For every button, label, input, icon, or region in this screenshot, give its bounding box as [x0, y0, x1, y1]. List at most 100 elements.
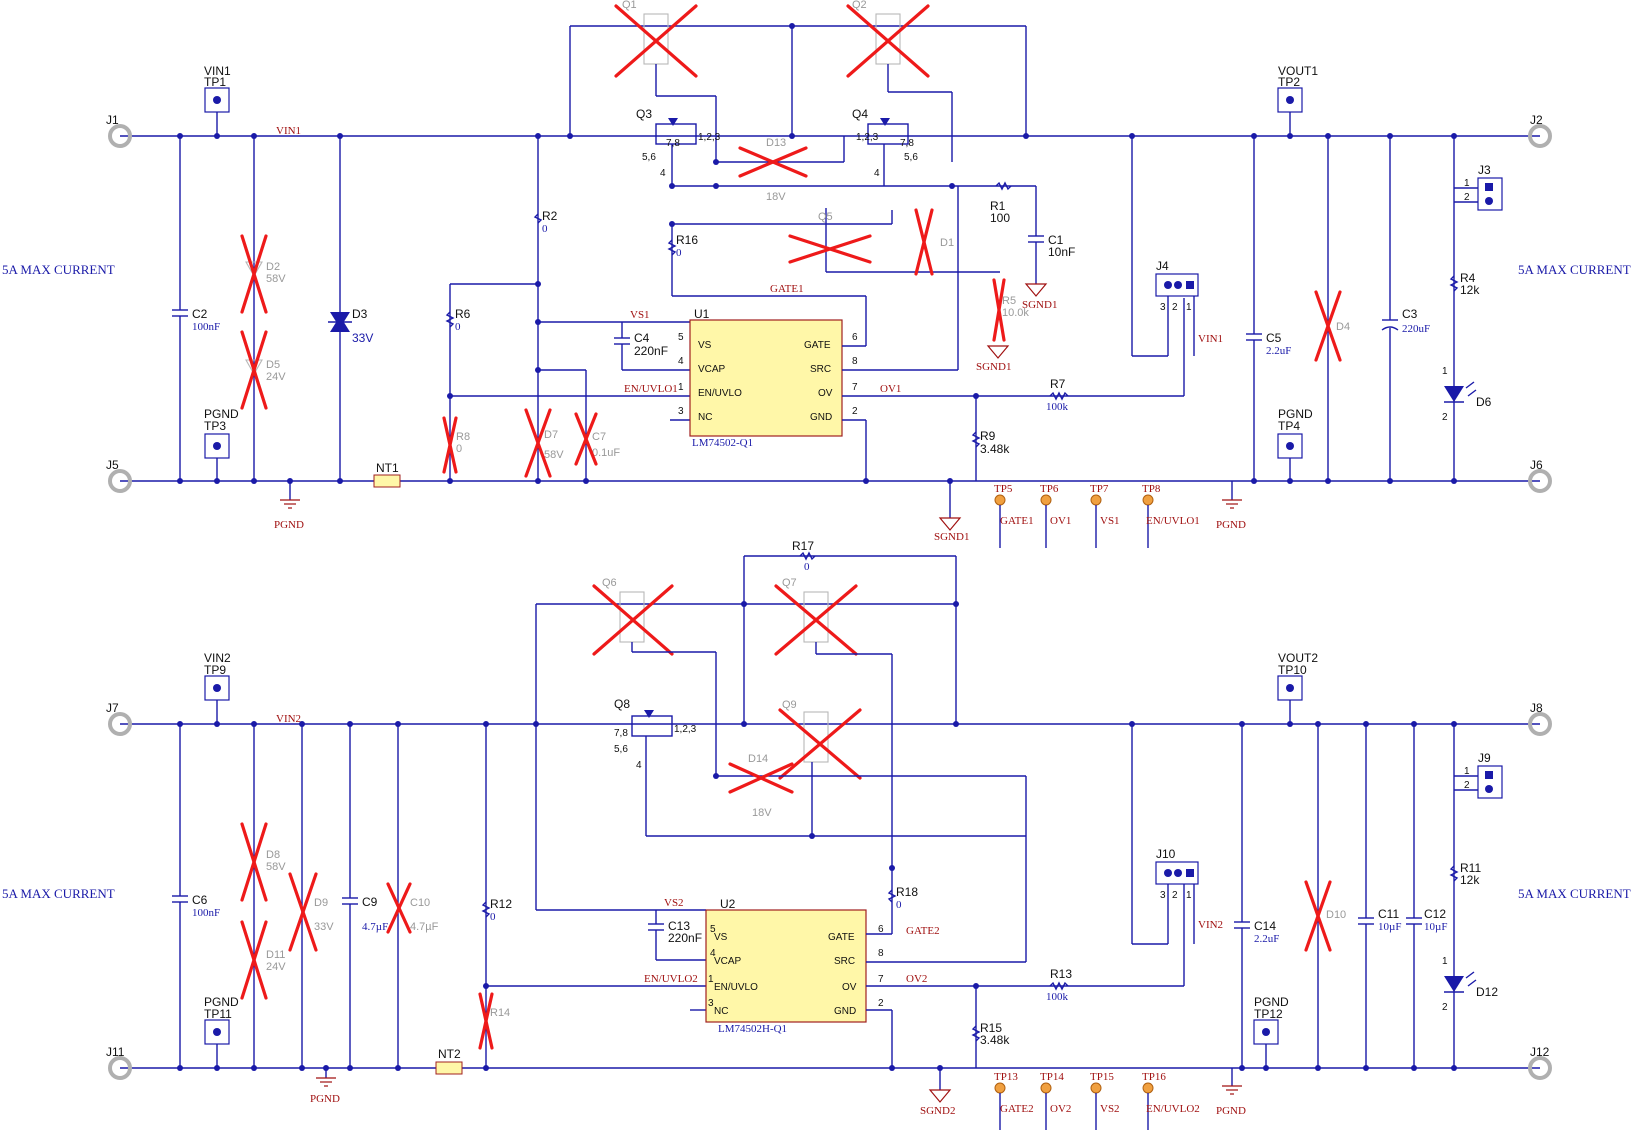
connector-j12: [1528, 1056, 1552, 1080]
tvs-diode-d3: [328, 312, 352, 332]
sgnd2-symbol: [928, 1089, 952, 1103]
svg-text:7,8: 7,8: [614, 728, 628, 739]
svg-text:C10: C10: [410, 897, 430, 909]
tp4-label: TP4: [1278, 419, 1300, 433]
sgnd1-c1-label: SGND1: [1022, 299, 1057, 311]
mosfet-q8: [631, 710, 673, 836]
svg-text:GATE2: GATE2: [1000, 1103, 1034, 1115]
c11-label: C11: [1378, 907, 1399, 921]
resistor-r8-removed: R8 0: [442, 416, 470, 474]
tp2-net: VOUT1: [1278, 64, 1318, 78]
tp13-group: TP13 GATE2: [994, 1071, 1034, 1130]
connector-j11: [108, 1056, 132, 1080]
c1-label: C1: [1048, 233, 1064, 247]
u2-part: LM74502H-Q1: [718, 1023, 787, 1035]
nt2-label: NT2: [438, 1047, 461, 1061]
svg-text:Q5: Q5: [818, 211, 833, 223]
r11-label: R11: [1460, 861, 1481, 875]
svg-text:GND: GND: [834, 1006, 856, 1017]
svg-text:D2: D2: [266, 261, 280, 273]
diode-d1-removed: D1: [914, 208, 954, 276]
j5-label: J5: [106, 458, 119, 472]
svg-text:SRC: SRC: [810, 364, 831, 375]
tp9-label: TP9: [204, 663, 226, 677]
svg-text:4: 4: [874, 168, 880, 179]
svg-text:D11: D11: [266, 949, 285, 961]
j1-label: J1: [106, 113, 119, 127]
tp1-label: TP1: [204, 75, 226, 89]
svg-text:5,6: 5,6: [904, 152, 918, 163]
svg-text:33V: 33V: [314, 921, 334, 933]
svg-text:18V: 18V: [766, 191, 786, 203]
tp12-label: TP12: [1254, 1007, 1283, 1021]
svg-text:7: 7: [852, 382, 858, 393]
bottom-circuit: J7 J11 J8 J12 5A MAX CURRENT 5A MAX CURR…: [2, 539, 1631, 1130]
r6-value: 0: [455, 321, 461, 333]
led-d6: [1444, 381, 1477, 403]
svg-text:OV2: OV2: [1050, 1103, 1071, 1115]
tp14-group: TP14 OV2: [1040, 1071, 1071, 1130]
r15-value: 3.48k: [980, 1033, 1010, 1047]
svg-text:GND: GND: [810, 412, 832, 423]
svg-text:OV1: OV1: [1050, 515, 1071, 527]
c2-value: 100nF: [192, 321, 220, 333]
q8-label: Q8: [614, 697, 630, 711]
j3-label: J3: [1478, 163, 1491, 177]
pgnd-left-label-2: PGND: [310, 1093, 340, 1105]
j8-label: J8: [1530, 701, 1543, 715]
j7-label: J7: [106, 701, 119, 715]
svg-text:TP6: TP6: [1040, 483, 1059, 495]
svg-text:D4: D4: [1336, 321, 1350, 333]
svg-text:R14: R14: [490, 1007, 510, 1019]
connector-j5: [108, 469, 132, 493]
svg-text:VS: VS: [714, 932, 728, 943]
svg-text:8: 8: [852, 356, 858, 367]
r7-label: R7: [1050, 377, 1066, 391]
c12-value: 10µF: [1424, 921, 1447, 933]
u2-label: U2: [720, 897, 736, 911]
ic-u2: [705, 909, 867, 1023]
svg-text:2: 2: [852, 406, 858, 417]
svg-text:VS2: VS2: [1100, 1103, 1120, 1115]
tp10-label: TP10: [1278, 663, 1307, 677]
svg-text:5,6: 5,6: [642, 152, 656, 163]
resistor-r14-removed: R14: [478, 992, 510, 1050]
j10-vin-net: VIN2: [1198, 919, 1223, 931]
u1-label: U1: [694, 307, 710, 321]
svg-text:EN/UVLO: EN/UVLO: [714, 982, 758, 993]
c11-value: 10µF: [1378, 921, 1401, 933]
svg-text:3: 3: [1160, 302, 1166, 313]
r18-value: 0: [896, 899, 902, 911]
d6-label: D6: [1476, 395, 1492, 409]
connector-j9: [1477, 765, 1503, 799]
diode-d7-removed: D7 58V: [524, 408, 564, 478]
svg-text:18V: 18V: [752, 807, 772, 819]
svg-text:5: 5: [710, 924, 716, 935]
tp16-group: TP16 EN/UVLO2: [1142, 1071, 1200, 1130]
svg-text:1: 1: [1464, 766, 1470, 777]
r9-value: 3.48k: [980, 442, 1010, 456]
tp5-group: TP5 GATE1: [994, 483, 1034, 548]
svg-text:4: 4: [678, 356, 684, 367]
svg-text:VS: VS: [698, 340, 712, 351]
j11-label: J11: [106, 1045, 125, 1059]
svg-text:D1: D1: [940, 237, 954, 249]
svg-text:Q7: Q7: [782, 577, 797, 589]
connector-j7: [108, 712, 132, 736]
c13-label: C13: [668, 919, 690, 933]
svg-text:SRC: SRC: [834, 956, 855, 967]
d3-label: D3: [352, 307, 368, 321]
tp4-net: PGND: [1278, 407, 1313, 421]
r18-label: R18: [896, 885, 918, 899]
max-current-label-left: 5A MAX CURRENT: [2, 262, 115, 277]
j9-label: J9: [1478, 751, 1491, 765]
svg-text:8: 8: [878, 948, 884, 959]
nt1-label: NT1: [376, 461, 399, 475]
junction-dots: [177, 23, 1457, 1071]
net-tie-nt2: [435, 1061, 463, 1075]
r16-label: R16: [676, 233, 698, 247]
j6-label: J6: [1530, 458, 1543, 472]
en-uvlo2-net: EN/UVLO2: [644, 973, 698, 985]
tp8-group: TP8 EN/UVLO1: [1142, 483, 1200, 548]
capacitor-c10-removed: C10 4.7µF: [386, 882, 439, 934]
